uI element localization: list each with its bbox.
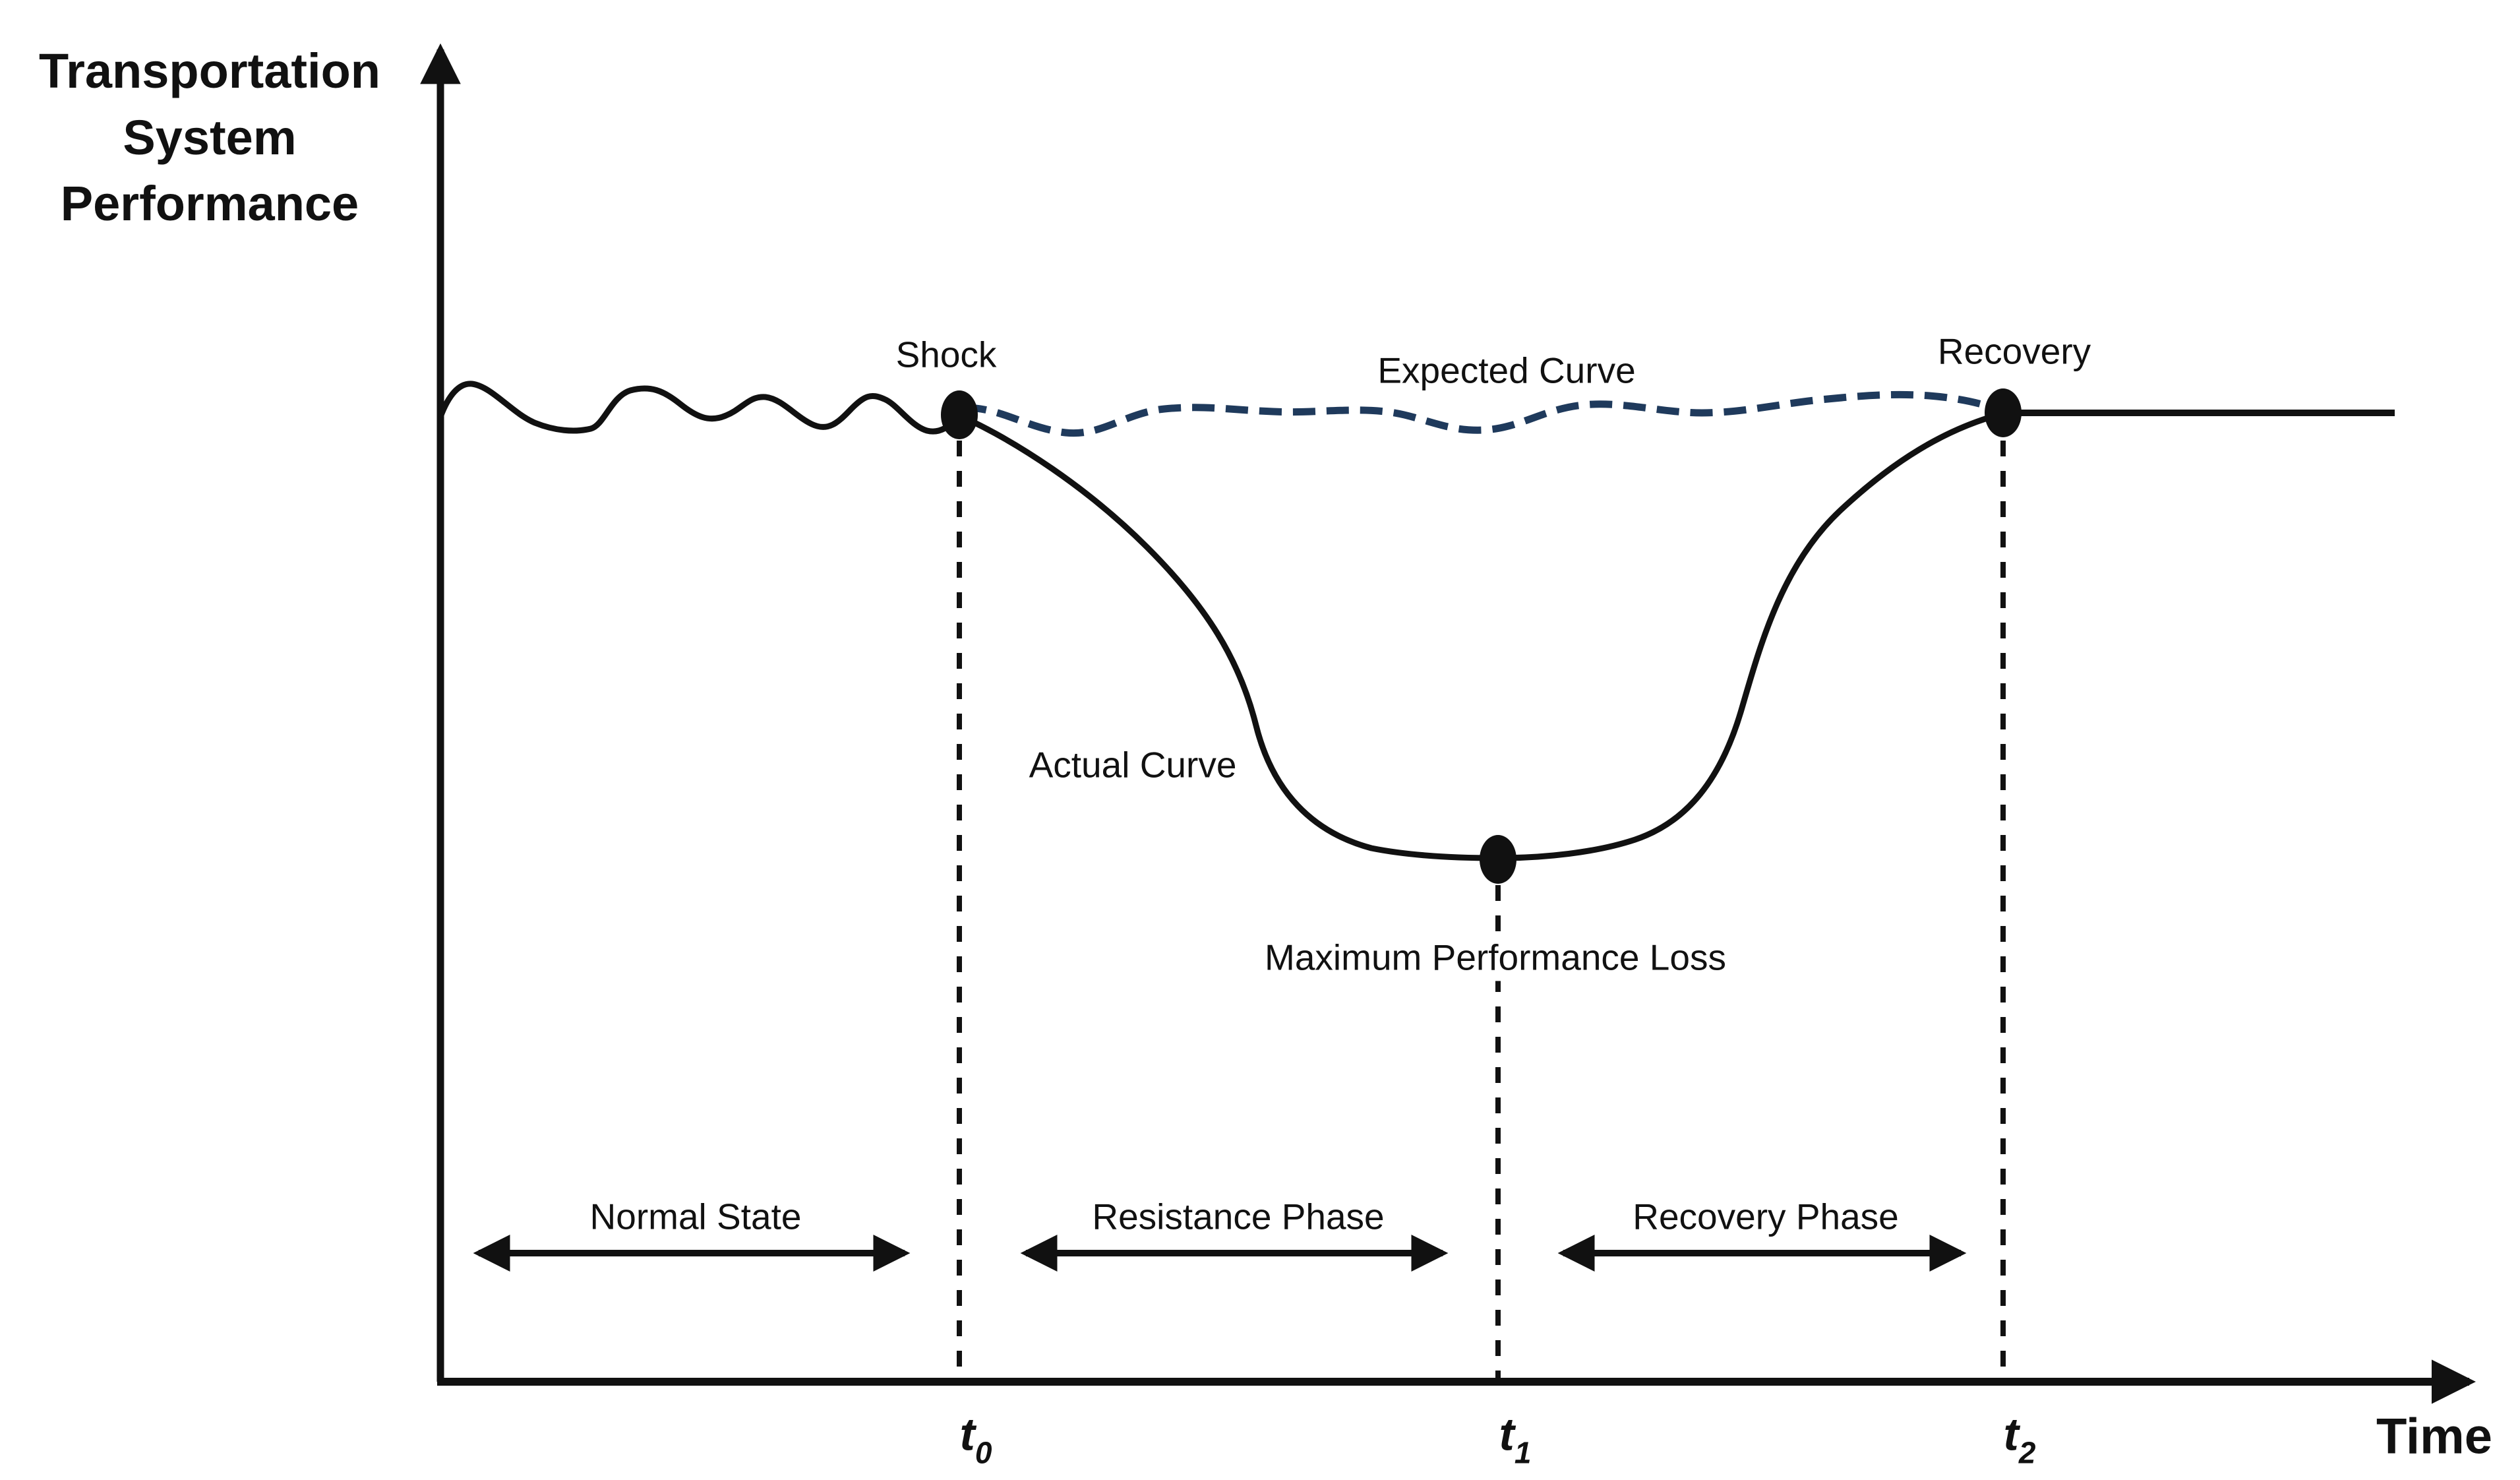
shock-point bbox=[941, 390, 978, 439]
normal-state-wave-line bbox=[437, 381, 962, 435]
x-tick-t1-sub: 1 bbox=[1514, 1435, 1532, 1470]
actual-curve-label: Actual Curve bbox=[1029, 744, 1237, 786]
phase-label-normal-state: Normal State bbox=[589, 1196, 802, 1237]
actual-curve-line bbox=[958, 410, 2004, 861]
x-tick-t0-base: t bbox=[959, 1408, 975, 1460]
x-tick-t0: t0 bbox=[960, 1408, 992, 1471]
x-tick-t0-sub: 0 bbox=[975, 1435, 992, 1470]
expected-curve-line bbox=[963, 390, 2005, 437]
x-axis-title: Time bbox=[2376, 1408, 2493, 1465]
phase-label-resistance: Resistance Phase bbox=[1092, 1196, 1385, 1237]
shock-label: Shock bbox=[895, 334, 997, 375]
recovery-label: Recovery bbox=[1937, 330, 2091, 372]
recovery-point bbox=[1985, 388, 2022, 437]
x-tick-t1-base: t bbox=[1499, 1408, 1515, 1460]
x-tick-t1: t1 bbox=[1499, 1408, 1532, 1471]
max-loss-point bbox=[1480, 835, 1516, 884]
x-tick-t2: t2 bbox=[2004, 1408, 2036, 1471]
expected-curve-label: Expected Curve bbox=[1377, 350, 1636, 391]
max-performance-loss-label: Maximum Performance Loss bbox=[1253, 934, 1738, 981]
x-tick-t2-sub: 2 bbox=[2018, 1435, 2036, 1470]
phase-label-recovery: Recovery Phase bbox=[1633, 1196, 1899, 1237]
x-tick-t2-base: t bbox=[2003, 1408, 2019, 1460]
y-axis-title: Transportation System Performance bbox=[38, 44, 381, 231]
